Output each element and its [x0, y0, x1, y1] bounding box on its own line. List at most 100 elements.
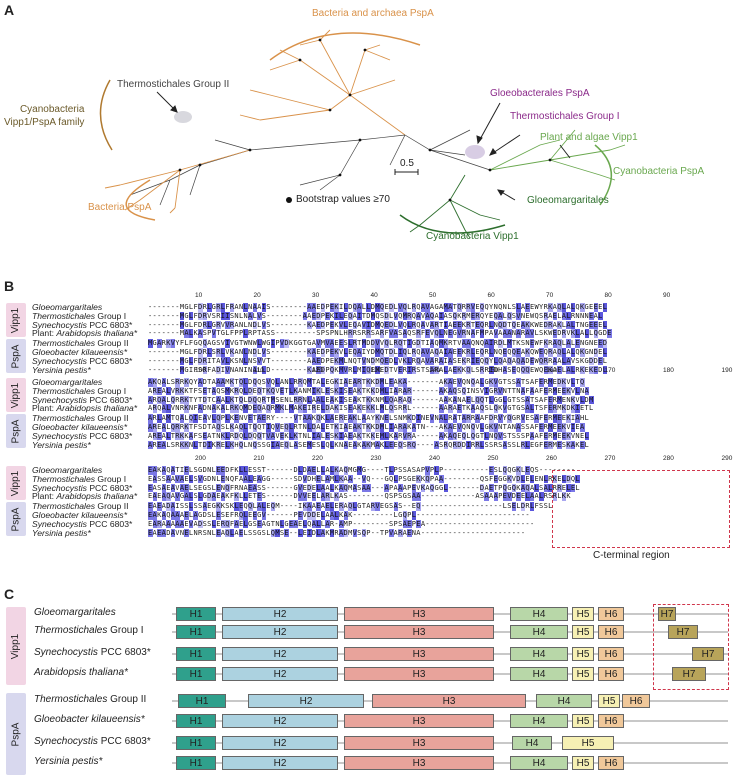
alignment-tick: 220	[312, 455, 323, 462]
alignment-row: EARAAAAAEVADSSLERQFAELGSEAGTNLGEAELQALLA…	[148, 519, 535, 529]
alignment-row: AREALQRRKTFSDTAQSLKAQLTQQTIQVEQLRTNLDALE…	[148, 423, 585, 432]
alignment-tick: 260	[546, 455, 557, 462]
alignment-row: EASAEAVAELSEGSLENQFRNAEASS------GVEDELAA…	[148, 483, 580, 493]
cyano-vipp1-branches	[409, 174, 501, 239]
alignment-row: AKQALSRRKQYADTAAAMKTQLDQQSVQLANLRRQMTALE…	[148, 378, 585, 387]
helix-h3: H3	[344, 647, 494, 661]
alignment-group-label: Vipp1	[10, 470, 22, 496]
label-bootstrap-legend: Bootstrap values ≥70	[296, 194, 390, 205]
alignment-tick: 230	[370, 455, 382, 462]
phylogenetic-tree	[99, 29, 626, 239]
alignment-row: ARQALVNRKNFADNAKALRKQMDEQAQRMKLMAKEIRELD…	[148, 404, 594, 413]
helix-h2: H2	[222, 625, 338, 639]
panel-letter-b: B	[4, 278, 15, 294]
label-gloeobacterales-pspa: Gloeobacterales PspA	[490, 88, 590, 99]
bacteria-archaea-arc	[269, 32, 421, 61]
sequence-name: Gloeobacter kilaueensis*	[32, 510, 128, 520]
sequence-name: Thermostichales Group II	[32, 413, 129, 424]
alignment-row: AREALSRKKNLTDIKRELKHQLNQSSGIAEQLASEMESLQ…	[148, 440, 590, 450]
alignment-row: ARLAMTQALQIEAVLQPLKENVETAERY----VTAAKQKL…	[148, 414, 590, 423]
cyano-pspa-arc	[594, 144, 613, 206]
sequence-name: Thermostichales Group I	[32, 385, 127, 396]
alignment-tick: 50	[429, 292, 437, 299]
alignment-row: -------MALKASPVTGLFPPLRPTASS---------SPS…	[148, 329, 612, 338]
domain-group-label: Vipp1	[10, 633, 22, 659]
alignment-row: -------MGIFSRFADIVNANINALLD--------KAEDP…	[148, 365, 608, 375]
helix-h3: H3	[344, 607, 494, 621]
helix-h7: H7	[668, 625, 698, 639]
helix-h5: H5	[598, 694, 620, 708]
sequence-name: Synechocystis PCC 6803*	[32, 355, 133, 366]
alignment-row: EAEADAVNELNRSNLEAQLAELSSGSLQMSE--LEIDLAK…	[148, 528, 526, 538]
alignment-row: -------MGLFDRLGRLFRANLNAAIS--------AAEDP…	[148, 303, 608, 312]
sequence-name: Plant: Arabidopsis thaliana*	[32, 491, 138, 502]
alignment-tick: 40	[370, 292, 378, 299]
alignment-row: -------MGLFDRLSRLVKANLNDLVS--------KAEDP…	[148, 348, 608, 357]
domain-group-band	[6, 693, 26, 775]
sequence-name: Thermostichales Group I	[32, 473, 127, 484]
helix-h4: H4	[510, 607, 568, 621]
alignment-group-label: PspA	[10, 419, 22, 443]
sequence-name: Gloeobacter kilaueensis*	[32, 347, 128, 357]
label-scale-bar: 0.5	[400, 158, 414, 169]
alignment-row: MGARKVYFLFGQQAGSVIVGTWNWLWGIPVDKGGTGAVMV…	[148, 339, 608, 348]
sequence-name: Yersinia pestis*	[32, 364, 91, 375]
domain-row-name: Gloeomargaritales	[34, 607, 116, 618]
helix-h6: H6	[598, 607, 624, 621]
alignment-tick: 190	[721, 367, 733, 374]
alignment-tick: 140	[429, 367, 440, 374]
alignment-tick: 240	[429, 455, 440, 462]
alignment-group-label: Vipp1	[10, 382, 22, 408]
helix-h1: H1	[176, 756, 216, 770]
sequence-name: Plant: Arabidopsis thaliana*	[32, 403, 138, 414]
label-cyanobacteria-vipp1: Cyanobacteria Vipp1	[426, 231, 519, 242]
alignment-row: -------MGLFDRITAVLKSNLNSVVT--------AAEDP…	[148, 356, 608, 366]
thermo1-highlight	[465, 145, 485, 159]
alignment-row: AREALTRKKAFSEATNKLRDQLDQQTVAVEKLKTNLIALE…	[148, 431, 590, 441]
sequence-name: Plant: Arabidopsis thaliana*	[32, 328, 138, 339]
sequence-name: Gloeomargaritales	[32, 302, 103, 312]
label-thermostichales-group-2: Thermostichales Group II	[117, 79, 230, 90]
helix-h2: H2	[222, 736, 338, 750]
domain-group-band	[6, 607, 26, 685]
alignment-tick: 200	[195, 455, 206, 462]
c-terminal-region-label: C-terminal region	[593, 550, 670, 561]
panel-letter-c: C	[4, 586, 15, 602]
helix-h4: H4	[510, 647, 568, 661]
sequence-name: Gloeomargaritales	[32, 465, 103, 475]
helix-h1: H1	[178, 694, 226, 708]
helix-h1: H1	[176, 647, 216, 661]
helix-h2: H2	[248, 694, 364, 708]
label-thermostichales-group-1: Thermostichales Group I	[510, 111, 620, 122]
alignment-row: EAEAQAVGALSLGDAEAKFKLLETES------DVVEELAR…	[148, 492, 571, 501]
helix-h6: H6	[622, 694, 650, 708]
helix-h3: H3	[372, 694, 526, 708]
sequence-name: Synechocystis PCC 6803*	[32, 518, 133, 529]
sequence-name: Synechocystis PCC 6803*	[32, 430, 133, 441]
helix-h3: H3	[344, 667, 494, 681]
helix-h6: H6	[598, 667, 624, 681]
alignment-row: EAEADAISSLSSAEGKKSKLEQQLALEQM----IKAAEAE…	[148, 502, 553, 511]
sequence-name: Synechocystis PCC 6803*	[32, 482, 133, 493]
sequence-name: Synechocystis PCC 6803*	[32, 319, 133, 330]
sequence-name: Yersinia pestis*	[32, 439, 91, 450]
alignment-tick: 150	[487, 367, 499, 374]
alignment-row: ARQALQRRKTYTDTCAALKTQLDQQRTMSENLRRNLAALE…	[148, 395, 594, 405]
bacteria-pspa-arc	[125, 179, 156, 221]
alignment-group-band	[6, 414, 26, 448]
sequence-name: Yersinia pestis*	[32, 527, 91, 538]
alignment-tick: 180	[663, 367, 674, 374]
helix-h3: H3	[344, 736, 494, 750]
bootstrap-dots	[178, 38, 552, 202]
helix-h5: H5	[572, 625, 594, 639]
sequence-name: Thermostichales Group II	[32, 501, 129, 512]
domain-row-name: Gloeobacter kilaueensis*	[34, 714, 145, 725]
alignment-tick: 210	[253, 455, 265, 462]
helix-h4: H4	[510, 625, 568, 639]
alignment-group-band	[6, 466, 26, 500]
helix-h6: H6	[598, 625, 624, 639]
alignment-group-label: PspA	[10, 507, 22, 531]
domain-row-name: Thermostichales Group I	[34, 625, 144, 636]
helix-h1: H1	[176, 625, 216, 639]
domain-group-label: PspA	[10, 722, 22, 746]
